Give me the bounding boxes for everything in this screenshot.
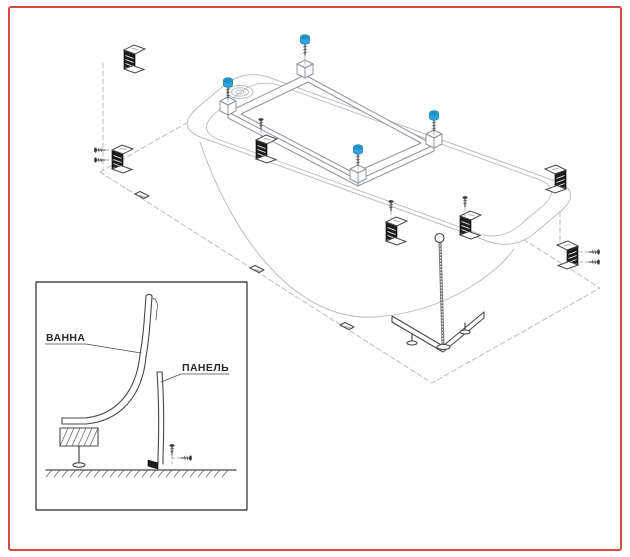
panel-label: ПАНЕЛЬ <box>182 362 229 374</box>
rod-foot-disc <box>436 343 451 351</box>
tub-apron-edge <box>151 297 158 321</box>
ground-line <box>45 469 237 478</box>
bathtub-label: ВАННА <box>46 332 85 344</box>
inset-detail: ВАННА ПАНЕЛЬ <box>35 281 248 511</box>
support-frame <box>219 59 443 187</box>
inset-callouts: ВАННА ПАНЕЛЬ <box>44 332 230 383</box>
front-panel-section <box>147 371 193 470</box>
rod-head <box>434 232 445 244</box>
bathtub-cross-section <box>61 293 158 425</box>
support-block <box>59 427 99 468</box>
threaded-rod-threads <box>439 241 444 345</box>
bathtub-side-wall <box>199 141 515 318</box>
isometric-assembly-view <box>93 34 601 384</box>
bathtub-body <box>186 74 572 318</box>
bathtub-leader-line <box>44 343 142 354</box>
adjustable-leg-assembly <box>391 232 485 353</box>
inset-box <box>35 281 248 511</box>
panel-leader-line <box>160 373 230 383</box>
support-foot-disc <box>72 462 86 468</box>
panel-base-bracket <box>147 459 159 470</box>
drain-hole <box>226 85 254 99</box>
